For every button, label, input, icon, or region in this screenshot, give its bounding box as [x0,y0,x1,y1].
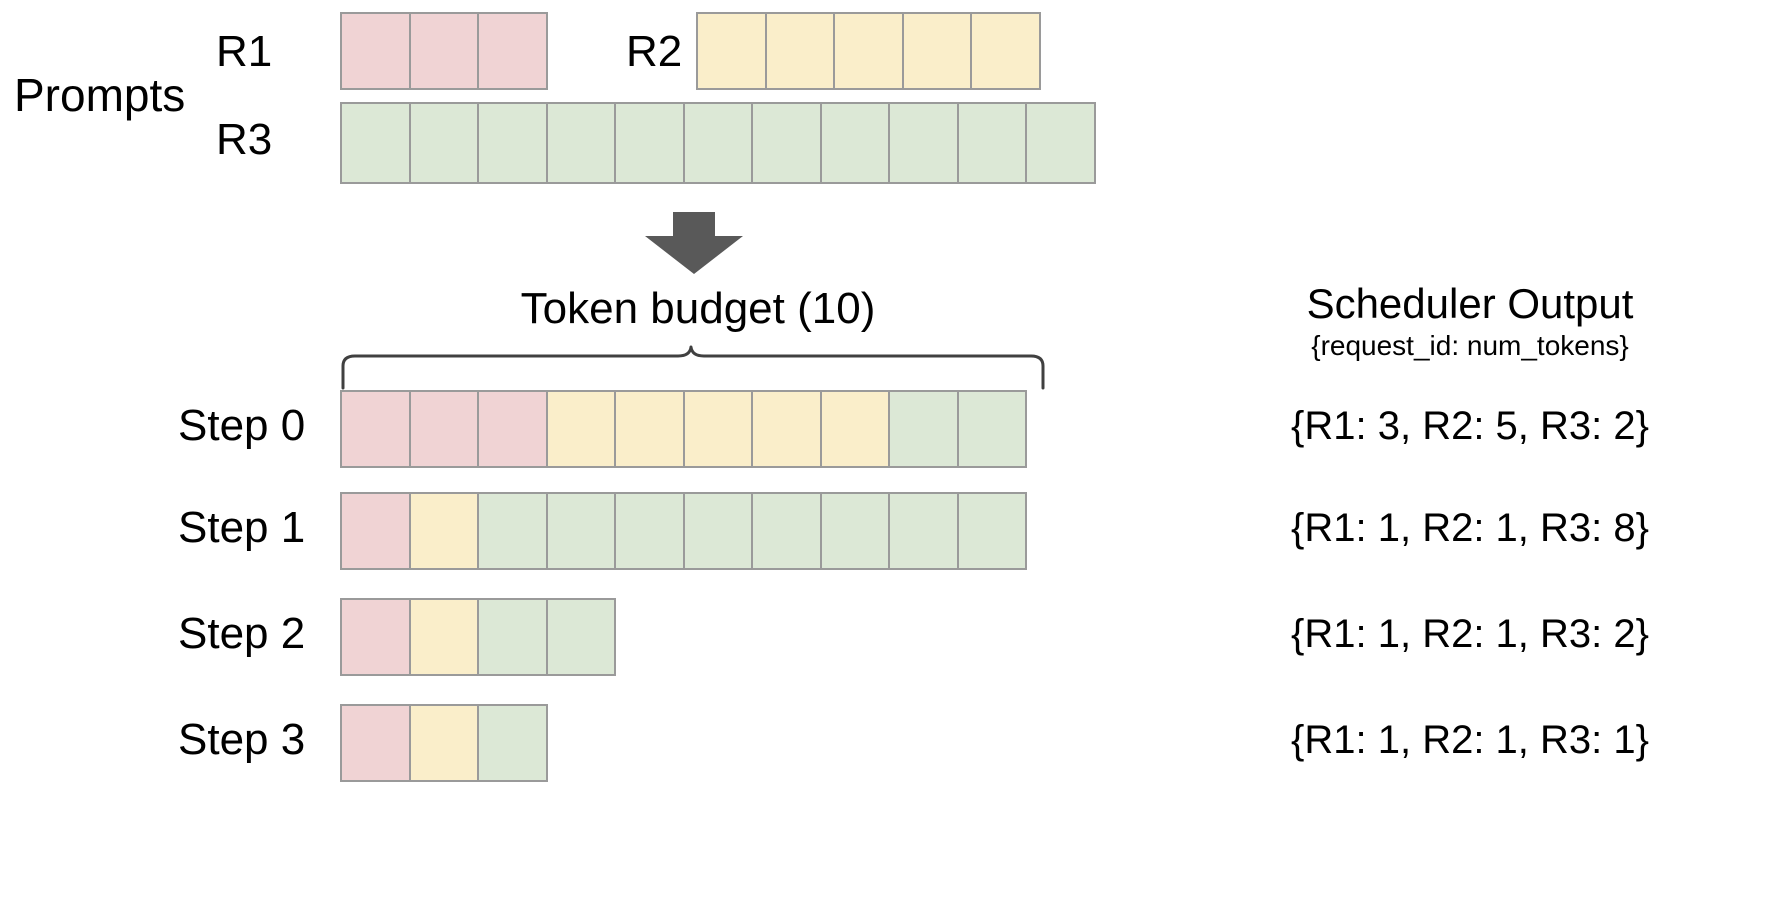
prompt-row-r2 [696,12,1041,90]
scheduler-output-value-2: {R1: 1, R2: 1, R3: 2} [1291,612,1649,656]
token-cell-r3 [888,390,959,468]
token-cell-r3 [477,492,548,570]
token-cell-r3 [614,102,685,184]
token-cell-r1 [408,390,479,468]
scheduler-output-value-3: {R1: 1, R2: 1, R3: 1} [1291,718,1649,762]
curly-brace-icon [340,344,1046,390]
token-cell-r2 [545,390,616,468]
step-label-2: Step 2 [178,609,306,658]
token-cell-r2 [819,390,890,468]
token-cell-r3 [477,598,548,676]
token-cell-r3 [888,492,959,570]
prompt-row-r1 [340,12,548,90]
token-cell-r3 [956,102,1027,184]
token-cell-r3 [956,390,1027,468]
step-row-1 [340,492,1027,570]
token-cell-r2 [682,390,753,468]
token-cell-r1 [340,492,411,570]
down-arrow-icon [637,212,751,274]
token-cell-r3 [751,102,822,184]
token-cell-r3 [477,704,548,782]
token-cell-r2 [751,390,822,468]
token-cell-r2 [614,390,685,468]
token-cell-r2 [408,704,479,782]
token-cell-r2 [901,12,972,90]
token-cell-r2 [833,12,904,90]
token-cell-r2 [696,12,767,90]
prompt-label-r2: R2 [626,27,683,76]
token-cell-r3 [819,102,890,184]
token-cell-r2 [408,492,479,570]
token-cell-r2 [408,598,479,676]
step-label-1: Step 1 [178,503,306,552]
token-cell-r1 [340,390,411,468]
token-cell-r3 [545,102,616,184]
step-row-0 [340,390,1027,468]
step-row-2 [340,598,616,676]
scheduler-output-value-0: {R1: 3, R2: 5, R3: 2} [1291,404,1649,448]
token-cell-r3 [408,102,479,184]
token-cell-r3 [682,492,753,570]
scheduler-output-value-1: {R1: 1, R2: 1, R3: 8} [1291,506,1649,550]
prompts-section-label: Prompts [14,69,186,121]
token-cell-r1 [477,12,548,90]
token-cell-r1 [340,598,411,676]
step-label-3: Step 3 [178,715,306,764]
token-cell-r1 [340,704,411,782]
prompt-row-r3 [340,102,1096,184]
token-cell-r1 [340,12,411,90]
step-label-0: Step 0 [178,401,306,450]
token-cell-r2 [764,12,835,90]
token-cell-r3 [682,102,753,184]
token-budget-label: Token budget (10) [520,284,876,333]
token-cell-r3 [340,102,411,184]
token-cell-r1 [408,12,479,90]
token-cell-r3 [956,492,1027,570]
token-cell-r3 [545,598,616,676]
token-cell-r3 [751,492,822,570]
scheduler-output-title: Scheduler Output [1306,280,1634,327]
prompt-label-r1: R1 [216,27,273,76]
token-cell-r3 [819,492,890,570]
token-cell-r3 [1025,102,1096,184]
scheduler-output-subtitle: {request_id: num_tokens} [1311,330,1629,361]
prompt-label-r3: R3 [216,115,273,164]
token-cell-r2 [970,12,1041,90]
token-cell-r3 [614,492,685,570]
token-cell-r1 [477,390,548,468]
token-cell-r3 [545,492,616,570]
token-cell-r3 [477,102,548,184]
step-row-3 [340,704,548,782]
token-cell-r3 [888,102,959,184]
